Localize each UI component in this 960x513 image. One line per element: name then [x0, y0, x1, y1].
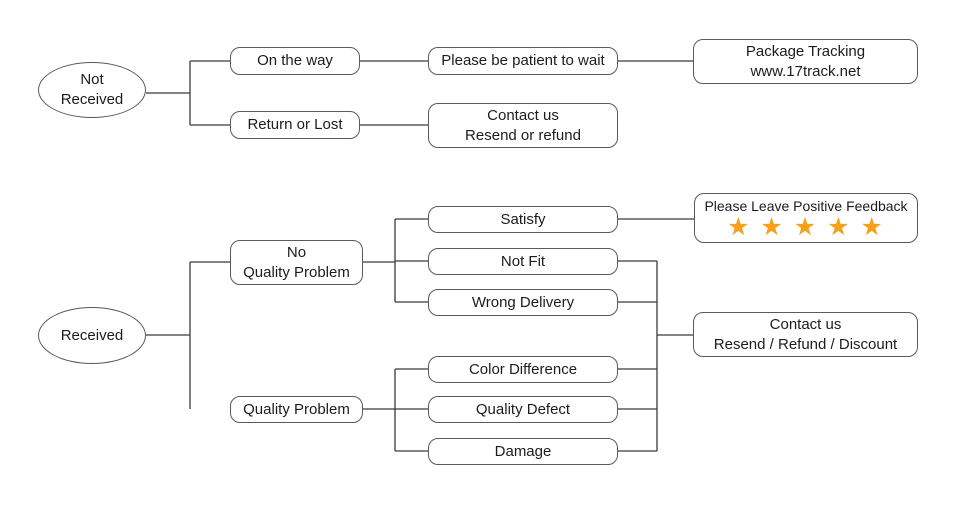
node-color-difference: Color Difference [428, 356, 618, 383]
node-return-or-lost: Return or Lost [230, 111, 360, 139]
node-return-or-lost-label: Return or Lost [247, 116, 343, 133]
node-quality-problem: Quality Problem [230, 396, 363, 423]
node-damage: Damage [428, 438, 618, 465]
no-quality-problem-line1: No [286, 243, 307, 261]
node-package-tracking: Package Tracking www.17track.net [693, 39, 918, 84]
node-received: Received [38, 307, 146, 364]
contact-resend-refund-line2: Resend or refund [465, 126, 581, 144]
node-on-the-way: On the way [230, 47, 360, 75]
node-not-received: Not Received [38, 62, 146, 118]
node-contact-resend-refund: Contact us Resend or refund [428, 103, 618, 148]
node-contact-resend-refund-discount: Contact us Resend / Refund / Discount [693, 312, 918, 357]
node-not-fit-label: Not Fit [500, 252, 546, 270]
node-quality-defect: Quality Defect [428, 396, 618, 423]
node-on-the-way-label: On the way [257, 52, 333, 69]
node-received-label: Received [60, 326, 124, 344]
node-satisfy-label: Satisfy [500, 210, 546, 228]
node-be-patient: Please be patient to wait [428, 47, 618, 75]
contact-discount-line2: Resend / Refund / Discount [713, 335, 898, 353]
node-color-difference-label: Color Difference [468, 360, 578, 378]
node-not-received-label: Not Received [60, 71, 124, 108]
package-tracking-url: www.17track.net [750, 62, 861, 80]
node-wrong-delivery-label: Wrong Delivery [471, 293, 575, 311]
node-no-quality-problem: No Quality Problem [230, 240, 363, 285]
no-quality-problem-line2: Quality Problem [243, 263, 350, 281]
node-quality-problem-label: Quality Problem [243, 400, 350, 418]
contact-resend-refund-line1: Contact us [487, 106, 559, 124]
node-quality-defect-label: Quality Defect [475, 400, 571, 418]
node-damage-label: Damage [494, 442, 552, 460]
contact-discount-line1: Contact us [769, 315, 842, 333]
node-positive-feedback: Please Leave Positive Feedback ★ ★ ★ ★ ★ [694, 193, 918, 243]
positive-feedback-label: Please Leave Positive Feedback [704, 197, 908, 214]
node-wrong-delivery: Wrong Delivery [428, 289, 618, 316]
connector-path [146, 60, 694, 452]
five-star-rating-icon: ★ ★ ★ ★ ★ [727, 212, 885, 241]
node-not-fit: Not Fit [428, 248, 618, 275]
node-be-patient-label: Please be patient to wait [441, 52, 605, 69]
package-tracking-title: Package Tracking [745, 42, 866, 60]
node-satisfy: Satisfy [428, 206, 618, 233]
